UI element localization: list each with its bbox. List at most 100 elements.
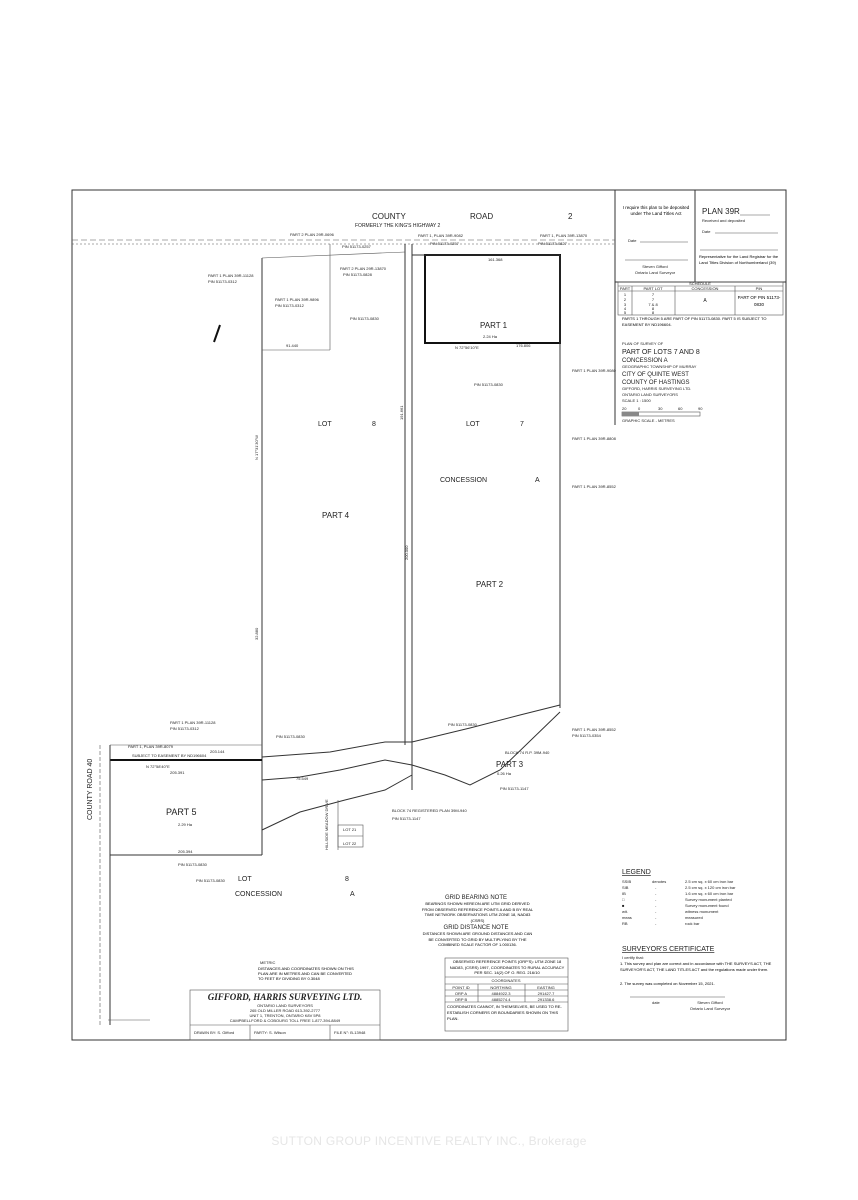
schedule-header: PIN [756,286,763,291]
part-5-label: PART 5 [166,807,197,817]
svg-text:2: 2 [624,297,627,302]
road-number: 2 [568,212,573,221]
svg-text:ONTARIO LAND SURVEYORS: ONTARIO LAND SURVEYORS [257,1003,313,1008]
svg-text:4: 4 [624,306,627,311]
svg-text:PART 1 PLAN 39R-9896: PART 1 PLAN 39R-9896 [275,297,320,302]
road-label: COUNTY [372,212,406,221]
concession-letter: A [350,891,355,898]
svg-text:Survey monument found: Survey monument found [685,903,729,908]
svg-text:PART 1 PLAN 39R-8808: PART 1 PLAN 39R-8808 [572,436,617,441]
svg-text:PART 1 PLAN 39R-9080: PART 1 PLAN 39R-9080 [572,368,617,373]
part-2-label: PART 2 [476,580,504,589]
svg-text:□: □ [622,897,625,902]
lot-number: 8 [345,876,349,883]
grid-distance-note-title: GRID DISTANCE NOTE [444,925,509,931]
svg-text:8: 8 [652,306,655,311]
plan-scale: SCALE 1 : 1500 [622,398,651,403]
svg-text:UNIT 1, TRENTON, ONTARIO K8V 5: UNIT 1, TRENTON, ONTARIO K8V 5P8 [249,1013,321,1018]
svg-text:BLOCK 74 REGISTERED PLAN 39M-9: BLOCK 74 REGISTERED PLAN 39M-940 [392,808,467,813]
svg-text:Steven Gifford: Steven Gifford [697,1000,723,1005]
svg-text:PIN 51173-0312: PIN 51173-0312 [170,726,200,731]
svg-text:90: 90 [698,406,703,411]
svg-text:PART 1 PLAN 39R-8552: PART 1 PLAN 39R-8552 [572,727,617,732]
pin-labels: PIN 51173-0830 PIN 51173-0830 PIN 51173-… [170,241,602,883]
svg-text:■: ■ [622,903,625,908]
concession-label: CONCESSION [235,891,282,898]
svg-text:IB: IB [622,891,626,896]
metric-note-title: METRIC [260,960,275,965]
parts-note: PARTS 1 THROUGH 5 ARE PART OF PIN 51173-… [622,316,767,327]
grid-bearing-note-title: GRID BEARING NOTE [445,895,507,901]
svg-text:N 17°31'30"W: N 17°31'30"W [254,435,259,460]
svg-text:5: 5 [624,310,627,315]
svg-text:20: 20 [622,406,627,411]
svg-text:CAMPBELLFORD & COBOURG TOLL FR: CAMPBELLFORD & COBOURG TOLL FREE 1-877-3… [230,1018,341,1023]
svg-text:date: date [652,1000,661,1005]
svg-text:PIN 51173-0830: PIN 51173-0830 [276,734,306,739]
grid-bearing-note: BEARINGS SHOWN HEREON ARE UTM GRID DERIV… [421,901,534,923]
received-label: Received and deposited [702,218,745,223]
svg-text:PIN 51173-0827: PIN 51173-0827 [538,241,568,246]
svg-text:-: - [655,921,657,926]
svg-text:1: 1 [624,292,627,297]
svg-text:SIB: SIB [622,885,629,890]
svg-text:4885274.4: 4885274.4 [492,997,512,1002]
svg-text:PIN 51173-0828: PIN 51173-0828 [343,272,373,277]
lot-label: LOT [318,421,332,428]
firm-block: GIFFORD, HARRIS SURVEYING LTD. ONTARIO L… [189,989,381,1041]
svg-text:203.144: 203.144 [210,749,225,754]
schedule-header: CONCESSION [692,286,719,291]
svg-text:LOT 22: LOT 22 [343,841,357,846]
svg-text:HILLSIDE MEADOW DRIVE: HILLSIDE MEADOW DRIVE [324,799,329,850]
svg-text:PIN 51173-1147: PIN 51173-1147 [500,786,529,791]
svg-text:EASTING: EASTING [537,985,555,990]
svg-text:RB: RB [622,921,628,926]
svg-text:PART 1, PLAN 39R-8079: PART 1, PLAN 39R-8079 [128,744,174,749]
plan-number-label: PLAN 39R [702,207,740,216]
svg-text:PIN 51173-0257: PIN 51173-0257 [430,241,460,246]
coordinates-table: OBSERVED REFERENCE POINTS (ORP'S): UTM Z… [444,957,569,1032]
svg-text:PART 1, PLAN 39R-13870: PART 1, PLAN 39R-13870 [540,233,588,238]
svg-text:PART 1 PLAN 39R-11128: PART 1 PLAN 39R-11128 [208,273,254,278]
date-label: Date [628,238,637,243]
svg-text:291427.7: 291427.7 [538,991,555,996]
svg-text:denotes: denotes [652,879,666,884]
watermark: SUTTON GROUP INCENTIVE REALTY INC., Brok… [271,1134,587,1148]
concession-letter: A [535,477,540,484]
svg-text:0: 0 [638,406,641,411]
grid-distance-note: DISTANCES SHOWN ARE GROUND DISTANCES AND… [422,931,533,947]
svg-text:PIN 51173-0312: PIN 51173-0312 [275,303,305,308]
svg-text:200.000: 200.000 [404,545,409,560]
bearings-distances: N 72°56'10"E 161.368 176.806 91.440 203.… [146,257,531,854]
plan-county: COUNTY OF HASTINGS [622,380,690,386]
svg-text:measured: measured [685,915,703,920]
svg-text:3: 3 [624,302,627,307]
part-1-area: 2.24 Ha [483,334,498,339]
svg-text:1.6 cm sq. x 60 cm iron bar: 1.6 cm sq. x 60 cm iron bar [685,891,734,896]
svg-text:NORTHING: NORTHING [490,985,511,990]
svg-text:PARTY: S. Wilson: PARTY: S. Wilson [254,1030,286,1035]
surveyors-certificate: SURVEYOR'S CERTIFICATE I certify that: 1… [620,946,771,1011]
svg-text:Ontario Land Surveyor: Ontario Land Surveyor [690,1006,731,1011]
svg-text:2.5 cm sq. x 120 cm iron bar: 2.5 cm sq. x 120 cm iron bar [685,885,736,890]
svg-text:PIN 51173-1147: PIN 51173-1147 [392,816,421,821]
svg-text:SUBJECT TO EASEMENT BY ND19660: SUBJECT TO EASEMENT BY ND196604 [132,753,207,758]
lot-label: LOT [238,876,252,883]
svg-text:75.549: 75.549 [296,776,309,781]
title-block: I require this plan to be deposited unde… [614,190,786,425]
svg-text:191.661: 191.661 [399,405,404,420]
svg-text:205.391: 205.391 [170,770,185,775]
plan-city: CITY OF QUINTE WEST [622,372,689,378]
plan-concession: CONCESSION A [622,358,668,364]
svg-text:-: - [655,885,657,890]
svg-text:PIN 51173-0830: PIN 51173-0830 [448,722,478,727]
svg-text:PIN 51173-0257: PIN 51173-0257 [342,244,372,249]
part-4-label: PART 4 [322,511,350,520]
svg-text:COORDINATES: COORDINATES [491,978,520,983]
plan-border [71,189,787,1041]
svg-text:PIN 51173-0830: PIN 51173-0830 [196,878,226,883]
north-arrow-icon [213,324,221,343]
svg-text:ORP B: ORP B [455,997,468,1002]
svg-text:N 72°58'40"E: N 72°58'40"E [146,764,170,769]
svg-text:91.440: 91.440 [286,343,299,348]
